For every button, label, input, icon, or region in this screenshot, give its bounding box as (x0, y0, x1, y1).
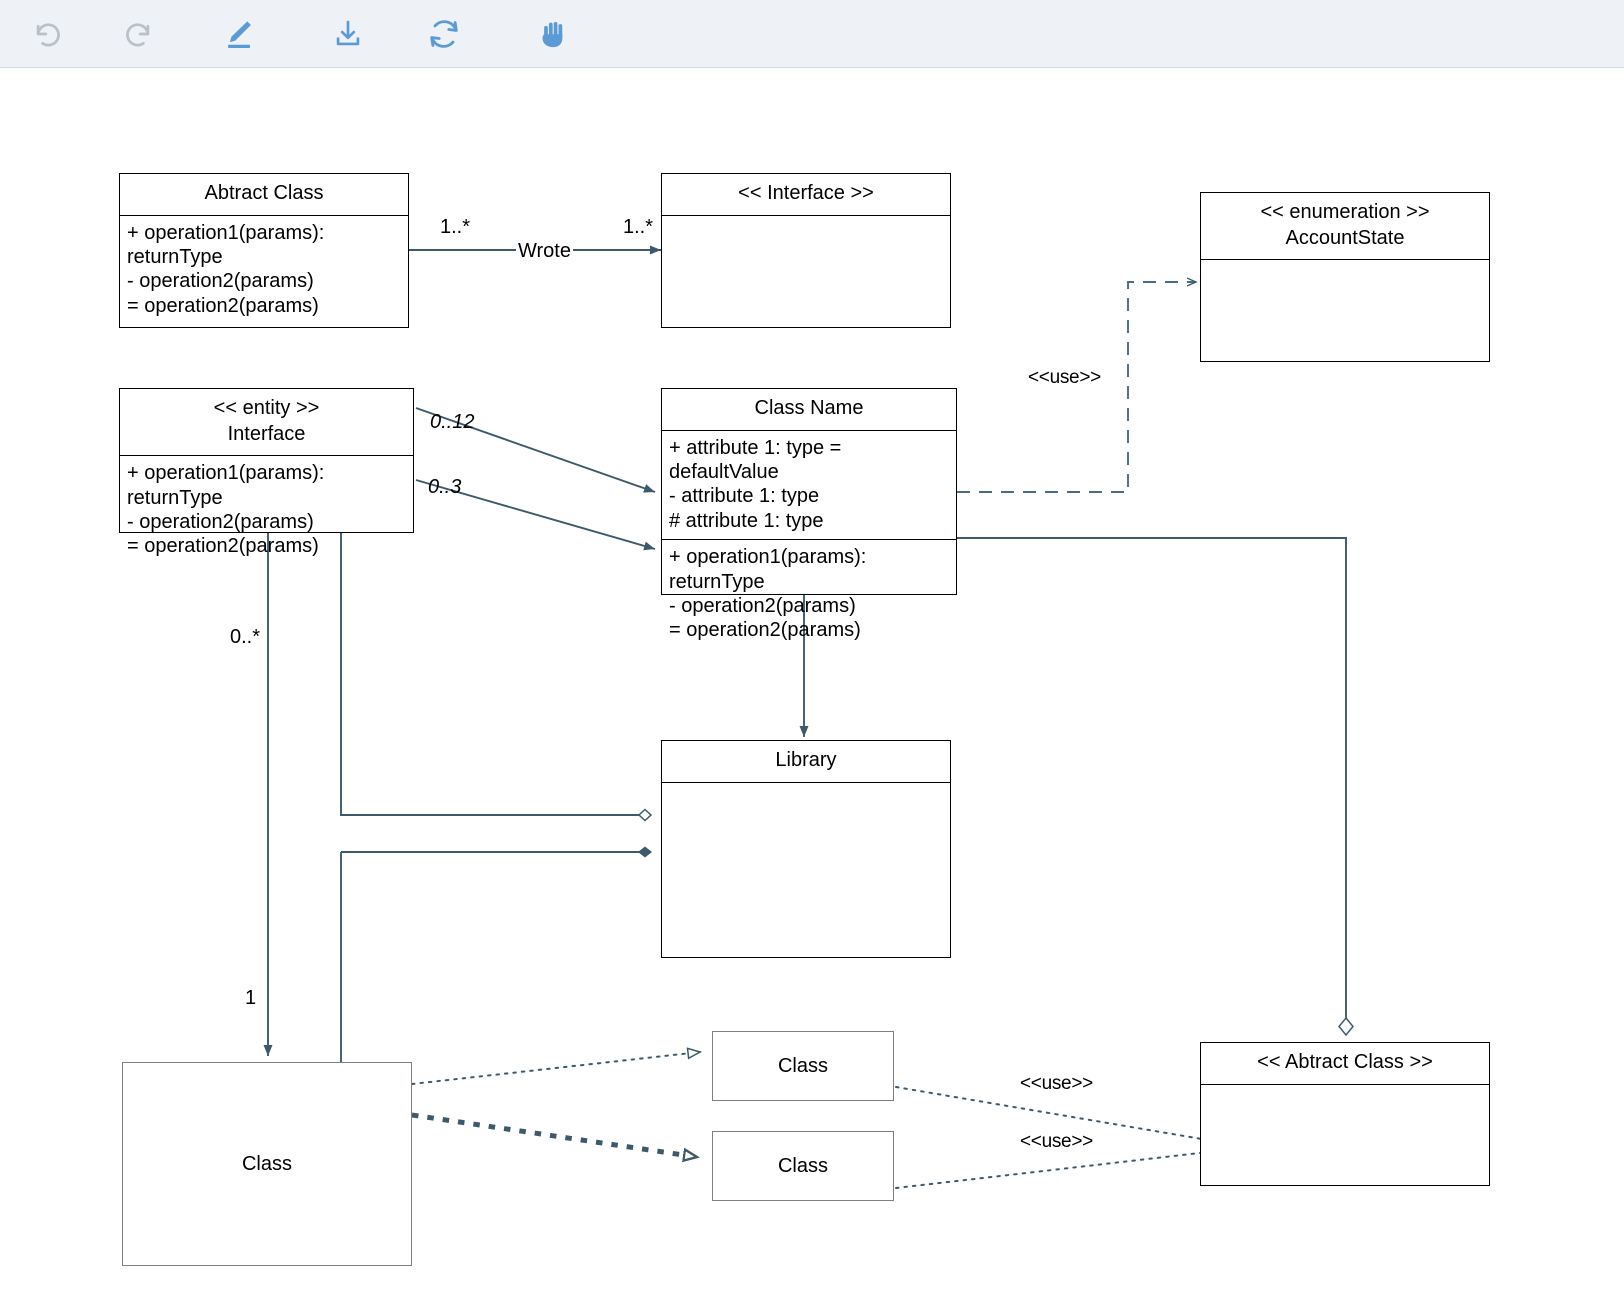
operation-item: - operation2(params) (127, 510, 314, 533)
empty-compartment (662, 783, 950, 957)
hand-icon (536, 16, 572, 52)
connector-layer: << Interface >> --> enumeration (dashed,… (263, 245, 1354, 1189)
class-box-entity-interface[interactable]: << entity >> Interface + operation1(para… (119, 388, 414, 557)
operation-item: = operation2(params) (127, 535, 319, 558)
class-title: Class Name (754, 397, 864, 419)
redo-icon (121, 17, 155, 51)
association-label-wrote: Wrote (516, 240, 573, 263)
operation-item: - operation2(params) (127, 270, 314, 293)
operations-compartment: + operation1(params): returnType - opera… (120, 456, 413, 565)
operation-item: - operation2(params) (669, 594, 856, 617)
diagram-canvas[interactable]: << Interface >> --> enumeration (dashed,… (0, 68, 1624, 1316)
multiplicity-label-1: 1 (245, 987, 257, 1009)
operation-item: + operation1(params): returnType (127, 462, 325, 509)
class-box-enumeration[interactable]: << enumeration >> AccountState (1200, 192, 1490, 362)
redo-button[interactable] (112, 8, 164, 60)
operation-item: + operation1(params): returnType (669, 546, 867, 593)
operations-compartment: + operation1(params): returnType - opera… (120, 216, 408, 325)
refresh-icon (426, 16, 462, 52)
compartment-divider (662, 214, 950, 216)
multiplicity-label-0-12: 0..12 (430, 411, 475, 433)
class-title: << entity >> Interface (213, 397, 320, 445)
class-title: Class (777, 1154, 828, 1177)
download-button[interactable] (322, 8, 374, 60)
attribute-item: - attribute 1: type (669, 485, 820, 508)
undo-button[interactable] (22, 8, 74, 60)
compartment-divider (662, 429, 956, 431)
attribute-item: + attribute 1: type = defaultValue (669, 436, 842, 483)
compartment-divider (1201, 259, 1489, 261)
class-title: Abtract Class (204, 182, 324, 204)
class-box-class-name[interactable]: Class Name + attribute 1: type = default… (661, 388, 957, 641)
undo-icon (31, 17, 65, 51)
empty-compartment (662, 216, 950, 327)
stereotype-label-use-bottom: <<use>> (1018, 1131, 1095, 1153)
multiplicity-label-0-star: 0..* (230, 626, 261, 648)
pan-button[interactable] (528, 8, 580, 60)
class-box-abtract-class-right[interactable]: << Abtract Class >> (1200, 1042, 1490, 1186)
class-title: Class (777, 1054, 828, 1077)
class-title: << enumeration >> AccountState (1260, 201, 1430, 249)
class-box-interface[interactable]: << Interface >> (661, 173, 951, 328)
compartment-divider (120, 214, 408, 216)
multiplicity-label-source: 1..* (440, 216, 471, 238)
class-title: << Interface >> (738, 182, 874, 204)
toolbar (0, 0, 1624, 68)
attributes-compartment: + attribute 1: type = defaultValue - att… (662, 431, 956, 540)
multiplicity-label-0-3: 0..3 (428, 476, 462, 498)
compartment-divider (1201, 1083, 1489, 1085)
compartment-divider (662, 539, 956, 541)
stereotype-label-use-mid: <<use>> (1018, 1073, 1095, 1095)
compartment-divider (120, 455, 413, 457)
attribute-item: # attribute 1: type (669, 509, 824, 532)
class-box-class-big[interactable]: Class (122, 1062, 412, 1266)
operation-item: = operation2(params) (127, 294, 319, 317)
class-box-class-small-2[interactable]: Class (712, 1131, 894, 1201)
operations-compartment: + operation1(params): returnType - opera… (662, 540, 956, 649)
multiplicity-label-target: 1..* (623, 216, 654, 238)
edit-button[interactable] (212, 8, 264, 60)
refresh-button[interactable] (418, 8, 470, 60)
class-box-abtract-class[interactable]: Abtract Class + operation1(params): retu… (119, 173, 409, 328)
class-title: Library (775, 749, 837, 771)
operation-item: + operation1(params): returnType (127, 221, 325, 268)
pencil-icon (220, 16, 256, 52)
stereotype-label-use-top: <<use>> (1028, 367, 1101, 388)
class-title: << Abtract Class >> (1257, 1051, 1433, 1073)
class-title: Class (241, 1152, 292, 1175)
class-box-class-small-1[interactable]: Class (712, 1031, 894, 1101)
empty-compartment (1201, 260, 1489, 361)
class-box-library[interactable]: Library (661, 740, 951, 958)
compartment-divider (662, 781, 950, 783)
operation-item: = operation2(params) (669, 619, 861, 642)
empty-compartment (1201, 1085, 1489, 1185)
download-icon (331, 17, 365, 51)
